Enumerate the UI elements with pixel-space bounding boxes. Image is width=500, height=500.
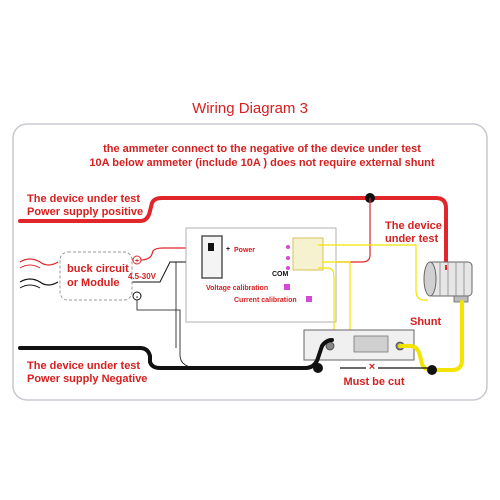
- diagram-title: Wiring Diagram 3: [192, 100, 308, 117]
- meter-terminal-pin: [208, 243, 214, 251]
- junction-to-meter-wire: [330, 198, 371, 263]
- junction-dot-bottom-left: [313, 363, 323, 373]
- supply-positive-label-1: The device under test: [27, 193, 140, 205]
- meter-terminal-2: [286, 256, 290, 260]
- meter-terminal-block: [201, 235, 223, 279]
- buck-to-negative-thin-wire: [136, 300, 201, 369]
- note-line-2: 10A below ammeter (include 10A ) does no…: [89, 157, 434, 169]
- buck-module-box: [59, 251, 133, 301]
- meter-com-wire-yellow: [318, 267, 335, 330]
- meter-com-label: COM: [272, 271, 289, 278]
- current-calibration-label: Current calibration: [234, 297, 297, 304]
- diagram-frame: [12, 123, 488, 401]
- motor-to-shunt-wire: [430, 300, 464, 372]
- buck-label-2: or Module: [67, 277, 120, 289]
- cut-mark: ×: [369, 361, 375, 373]
- voltage-calibration-label: Voltage calibration: [206, 285, 268, 292]
- meter-connector-block: [292, 237, 324, 271]
- meter-terminal-3: [286, 266, 290, 270]
- voltage-cal-pot: [284, 284, 290, 290]
- buck-positive-thin-wire: [132, 247, 226, 261]
- meter-plus-sign: +: [226, 246, 230, 253]
- shunt-resistor: [303, 329, 415, 361]
- supply-negative-label-1: The device under test: [27, 360, 140, 372]
- device-label-2: under test: [385, 233, 439, 245]
- device-label-1: The device: [385, 220, 442, 232]
- meter-sense-wire-yellow: [318, 244, 417, 268]
- buck-input-black-2: [19, 284, 41, 289]
- must-be-cut-label: Must be cut: [343, 376, 404, 388]
- meter-ground-thin-wire: [175, 261, 186, 348]
- buck-plus-terminal: [132, 255, 142, 265]
- shunt-label: Shunt: [410, 316, 441, 328]
- current-cal-pot: [306, 296, 312, 302]
- supply-positive-label-2: Power supply positive: [27, 206, 143, 218]
- meter-power-label: Power: [234, 247, 255, 254]
- supply-negative-label-2: Power supply Negative: [27, 373, 147, 385]
- meter-current-wire-yellow: [322, 261, 351, 330]
- buck-input-red-2: [19, 264, 41, 269]
- voltage-range-label: 4.5-30V: [128, 272, 157, 281]
- buck-input-black: [19, 278, 59, 286]
- motor-icon: [423, 261, 473, 303]
- buck-minus-sign: -: [136, 294, 139, 301]
- buck-label-1: buck circuit: [67, 263, 129, 275]
- positive-supply-wire: [18, 196, 448, 267]
- buck-plus-sign: +: [135, 258, 139, 265]
- buck-input-red: [19, 258, 59, 266]
- note-line-1: the ammeter connect to the negative of t…: [103, 143, 421, 155]
- motor-lead-yellow: [415, 268, 428, 301]
- meter-terminal-1: [286, 245, 290, 249]
- junction-dot-bottom-right: [427, 365, 437, 375]
- negative-supply-wire: [18, 338, 334, 370]
